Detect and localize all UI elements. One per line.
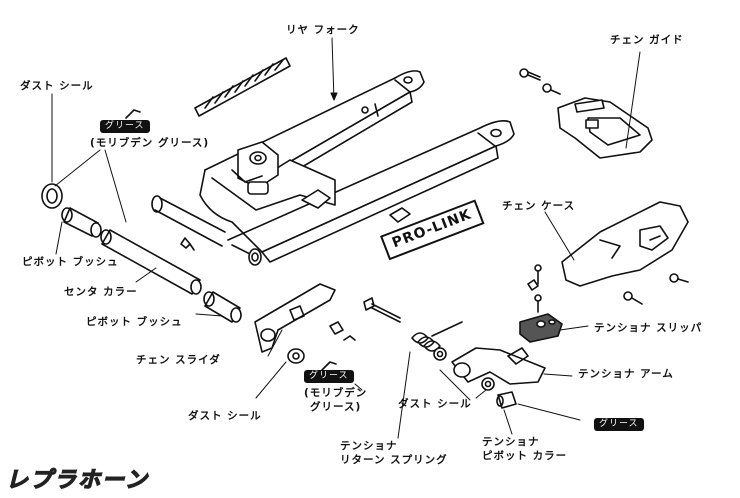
label-dust-seal-top: ダスト シール xyxy=(20,80,94,92)
tensioner-arm-part xyxy=(451,347,546,385)
label-chain-slider: チェン スライダ xyxy=(136,354,221,366)
arm-dust-seals xyxy=(433,347,495,391)
label-tensioner-arm: テンショナ アーム xyxy=(578,368,674,380)
grease-tube-icons xyxy=(125,109,617,429)
rear-fork xyxy=(151,70,515,266)
chain-guide xyxy=(557,97,653,159)
tensioner-pivot-collar-part xyxy=(496,391,517,409)
label-dust-seal-mid: ダスト シール xyxy=(188,410,262,422)
hatched-strip xyxy=(194,57,291,117)
dust-seal-top-part xyxy=(41,183,63,209)
leprechaun-logo: レプラホーン xyxy=(5,467,149,493)
tensioner-slipper-part xyxy=(519,313,563,343)
grease-tag-top: グリース xyxy=(100,120,150,133)
tensioner-spring-part xyxy=(411,321,463,352)
label-pivot-bush-left: ピボット ブッシュ xyxy=(22,256,119,268)
chain-case-part xyxy=(561,201,689,287)
label-tensioner-spring-1: テンショナ xyxy=(340,440,398,452)
label-moly-grease-mid-2: グリース) xyxy=(310,401,362,413)
chain-guide-bolts xyxy=(519,68,561,95)
label-rear-fork: リヤ フォーク xyxy=(286,24,360,36)
label-tensioner-pivot-collar-2: ピボット カラー xyxy=(482,450,568,462)
slider-small-parts xyxy=(287,321,356,364)
label-tensioner-pivot-collar-1: テンショナ xyxy=(482,436,540,448)
slipper-bolts xyxy=(527,264,542,313)
label-center-collar: センタ カラー xyxy=(64,286,138,298)
grease-tag-mid: グリース xyxy=(304,370,354,383)
pivot-bush-left-part xyxy=(61,207,102,238)
center-collar-part xyxy=(100,229,202,295)
label-moly-grease-mid-1: (モリブデン xyxy=(304,387,368,399)
chain-slider-part xyxy=(254,283,336,353)
grease-tag-right: グリース xyxy=(594,418,644,431)
pivot-bush-lower-part xyxy=(203,291,242,323)
label-chain-guide: チェン ガイド xyxy=(610,34,684,46)
leader-lines xyxy=(51,37,641,439)
label-dust-seal-right: ダスト シール xyxy=(398,398,472,410)
long-bolt xyxy=(363,297,401,323)
label-tensioner-spring-2: リターン スプリング xyxy=(340,454,448,466)
chain-case-bolts xyxy=(623,273,689,305)
label-pivot-bush-lower: ピボット ブッシュ xyxy=(86,316,183,328)
label-tensioner-slipper: テンショナ スリッパ xyxy=(594,322,703,334)
label-moly-grease-top: (モリブデン グリース) xyxy=(90,137,210,149)
label-chain-case: チェン ケース xyxy=(502,200,576,212)
